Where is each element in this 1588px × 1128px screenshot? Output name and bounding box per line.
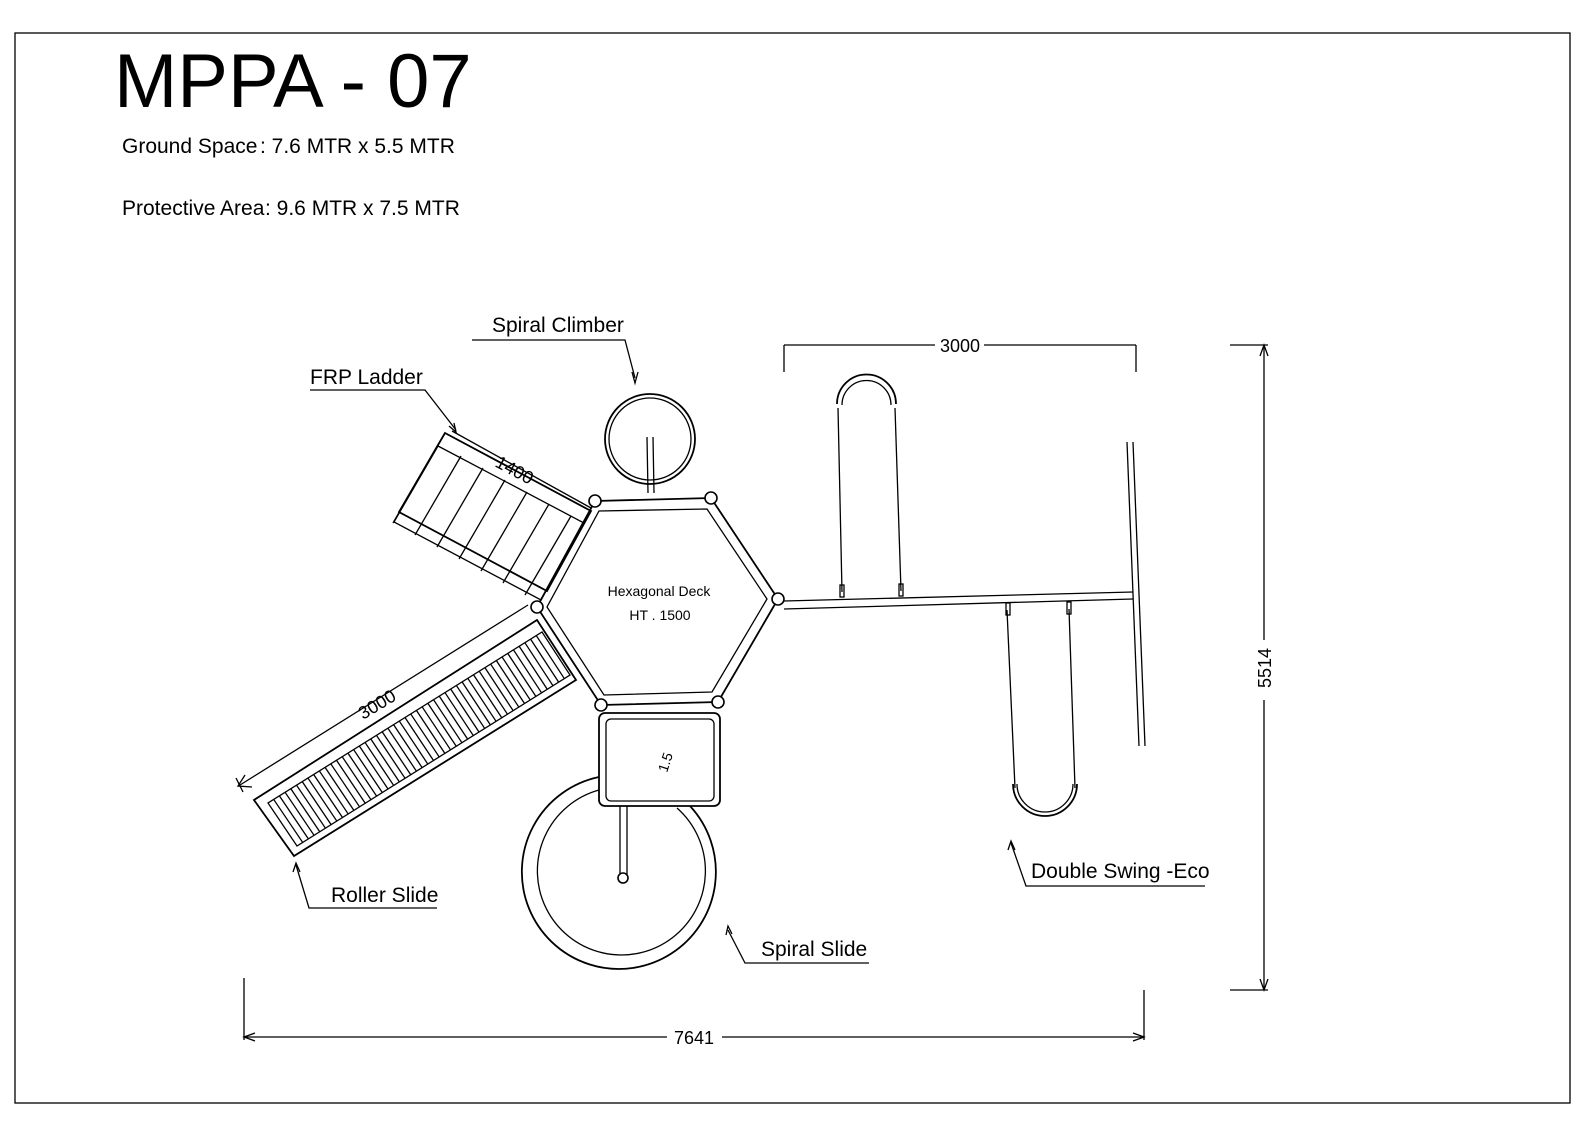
deck-post (588, 494, 602, 508)
dimension-overall-width: 7641 (242, 978, 1146, 1048)
spiral-slide: 1.5 Spiral Slide (521, 712, 869, 970)
deck-name: Hexagonal Deck (608, 583, 712, 599)
roller-rung (467, 677, 497, 722)
roller-rung (410, 713, 440, 758)
deck-post (711, 695, 725, 709)
roller-rung (330, 763, 361, 808)
roller-rung (381, 731, 412, 776)
roller-rung (307, 777, 338, 822)
roller-rung (415, 710, 446, 754)
roller-slide-label: Roller Slide (331, 884, 438, 907)
protective-area-label: Protective Area (122, 197, 265, 220)
roller-rung (432, 699, 463, 744)
roller-rung (393, 724, 423, 768)
slide-platform-dim: 1.5 (655, 750, 676, 774)
roller-rung (450, 688, 480, 733)
roller-rung (404, 717, 435, 761)
roller-rung (438, 695, 469, 740)
ground-space-value: : 7.6 MTR x 5.5 MTR (260, 135, 455, 158)
spiral-slide-label: Spiral Slide (761, 938, 867, 961)
roller-rung (490, 663, 520, 708)
roller-rung (341, 756, 372, 801)
sheet-border (14, 32, 1571, 1104)
roller-rung (524, 642, 554, 687)
roller-rung (535, 635, 565, 679)
roller-rung (358, 745, 389, 790)
overall-width-dim: 7641 (674, 1028, 714, 1048)
double-swing: Double Swing -Eco (783, 373, 1210, 887)
roller-rung (353, 749, 383, 793)
roller-rung (478, 670, 508, 715)
roller-rung (301, 781, 332, 825)
roller-rung (364, 742, 395, 786)
roller-rung (284, 791, 315, 836)
roller-rung (501, 656, 531, 701)
roller-rung (518, 645, 548, 690)
spiral-climber: Spiral Climber (472, 314, 696, 494)
roller-rung (455, 685, 486, 729)
frp-ladder: 1400 FRP Ladder (310, 366, 593, 601)
ladder-length-dim: 1400 (492, 452, 537, 488)
roller-rung (335, 759, 366, 804)
roller-rung (530, 638, 560, 683)
swing-width-dim: 3000 (940, 336, 980, 356)
roller-rung (370, 738, 400, 783)
drawing-title: MPPA - 07 (114, 39, 472, 124)
roller-rung (421, 706, 452, 751)
spiral-climber-label: Spiral Climber (492, 314, 624, 337)
deck-post (594, 698, 608, 712)
roller-rung (278, 795, 309, 840)
roller-rung (427, 702, 457, 747)
deck-post (704, 491, 718, 505)
roller-rung (273, 799, 304, 843)
roller-rung (461, 681, 491, 726)
roller-rung (444, 692, 474, 736)
overall-height-dim: 5514 (1255, 648, 1275, 688)
roller-rung (296, 784, 326, 829)
slide-length-dim: 3000 (355, 686, 400, 724)
roller-rung (318, 770, 349, 815)
roller-rung (484, 667, 514, 711)
deck-post (530, 600, 544, 614)
double-swing-label: Double Swing -Eco (1031, 860, 1210, 883)
roller-rung (398, 720, 429, 765)
roller-rung (507, 653, 537, 697)
deck-post (771, 592, 785, 606)
roller-rung (472, 674, 503, 719)
protective-area-value: : 9.6 MTR x 7.5 MTR (265, 197, 460, 220)
roller-slide: 3000 Roller Slide (235, 604, 578, 909)
roller-rung (375, 734, 406, 779)
roller-rung (347, 752, 378, 797)
roller-rung (512, 649, 543, 694)
roller-rung (387, 727, 417, 772)
deck-height: HT . 1500 (629, 607, 690, 623)
roller-rung (290, 788, 321, 833)
roller-rung (324, 767, 355, 811)
roller-rung (313, 774, 344, 818)
ground-space-label: Ground Space (122, 135, 257, 158)
roller-rung (495, 660, 526, 704)
frp-ladder-label: FRP Ladder (310, 366, 423, 389)
dimension-swing-width: 3000 (783, 336, 1137, 372)
dimension-overall-height: 5514 (1230, 343, 1275, 992)
hexagonal-deck: Hexagonal Deck HT . 1500 (530, 491, 785, 712)
